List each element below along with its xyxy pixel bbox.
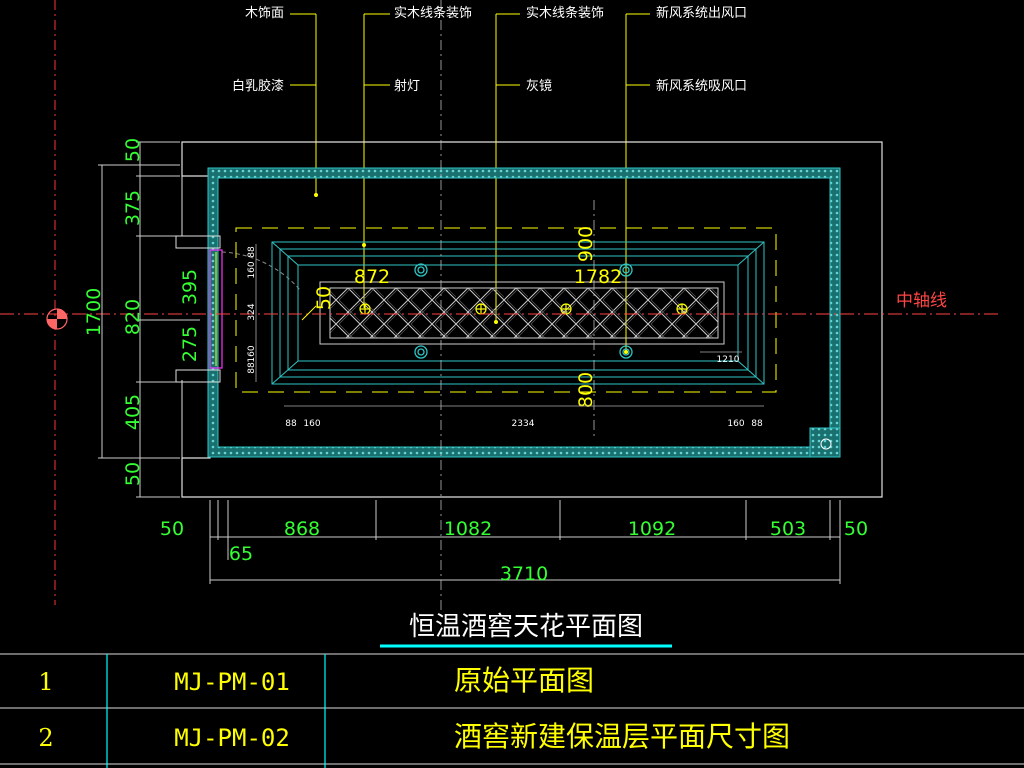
callout-wood-trim-1: 实木线条装饰	[394, 5, 472, 21]
dim-inner-2334: 2334	[512, 419, 535, 429]
left-dimension-lines	[98, 141, 200, 498]
dim-inner-160-left: 160	[303, 419, 320, 429]
dim-inner-900: 900	[575, 226, 597, 262]
dim-inner-88-right: 88	[751, 419, 763, 429]
dim-inner-1782: 1782	[574, 266, 622, 288]
callout-wood-veneer: 木饰面	[245, 6, 284, 21]
column-notch	[809, 427, 841, 458]
inner-dimension-lines	[255, 244, 764, 407]
dim-left-3: 275	[179, 326, 201, 362]
callout-white-latex-paint: 白乳胶漆	[232, 78, 284, 94]
callout-wood-trim-2: 实木线条装饰	[526, 5, 604, 21]
dim-inner-872: 872	[354, 266, 390, 288]
dim-bottom-4: 503	[770, 518, 806, 540]
dim-bottom-3: 1092	[628, 518, 676, 540]
callout-spotlight: 射灯	[394, 78, 420, 94]
dim-inner-800: 800	[575, 372, 597, 408]
dim-inner-160-lower: 160	[247, 345, 257, 362]
dim-bottom-0: 50	[160, 518, 184, 540]
row-1-number: 1	[38, 668, 53, 696]
dim-left-0: 50	[122, 138, 144, 162]
dim-inner-1210: 1210	[717, 355, 740, 365]
dim-inner-88-upper: 88	[247, 246, 257, 258]
callout-grey-mirror: 灰镜	[526, 79, 552, 94]
wood-lattice-panel	[329, 287, 719, 339]
stepped-ceiling	[271, 241, 765, 385]
dim-left-2: 395	[179, 269, 201, 305]
bottom-dimension-lines	[209, 500, 841, 584]
dim-inner-160-upper: 160	[247, 261, 257, 278]
callout-fresh-air-intake: 新风系统吸风口	[656, 78, 747, 94]
dim-bottom-small: 65	[229, 543, 253, 565]
dim-bottom-5: 50	[844, 518, 868, 540]
drawing-index-table	[0, 653, 1024, 765]
dim-inner-324: 324	[247, 303, 257, 320]
dim-inner-88-lower: 88	[247, 362, 257, 374]
row-2-name: 酒窖新建保温层平面尺寸图	[454, 720, 790, 753]
dim-bottom-1: 868	[284, 518, 320, 540]
table-row[interactable]: 1 MJ-PM-01 原始平面图	[38, 664, 594, 697]
dim-left-5: 50	[122, 462, 144, 486]
center-axis-label: 中轴线	[896, 291, 947, 311]
row-2-code: MJ-PM-02	[174, 724, 290, 752]
dim-bottom-total: 3710	[500, 563, 548, 585]
dim-left-4: 405	[122, 394, 144, 430]
dim-inner-88-left: 88	[285, 419, 297, 429]
row-2-number: 2	[38, 724, 53, 752]
dim-inner-50: 50	[313, 286, 335, 310]
door	[175, 235, 301, 383]
dim-inner-160-right: 160	[727, 419, 744, 429]
dim-left-1: 375	[122, 190, 144, 226]
dim-bottom-2: 1082	[444, 518, 492, 540]
air-vents	[414, 263, 633, 359]
callout-fresh-air-outlet: 新风系统出风口	[656, 5, 747, 21]
callout-leaders	[290, 13, 650, 352]
row-1-code: MJ-PM-01	[174, 668, 290, 696]
lighting-dashed-frame	[235, 227, 777, 393]
row-1-name: 原始平面图	[454, 664, 594, 697]
dim-left-middle: 820	[122, 299, 144, 335]
table-row[interactable]: 2 MJ-PM-02 酒窖新建保温层平面尺寸图	[38, 720, 790, 753]
dim-left-total: 1700	[83, 288, 105, 336]
drawing-title: 恒温酒窖天花平面图	[409, 612, 643, 642]
